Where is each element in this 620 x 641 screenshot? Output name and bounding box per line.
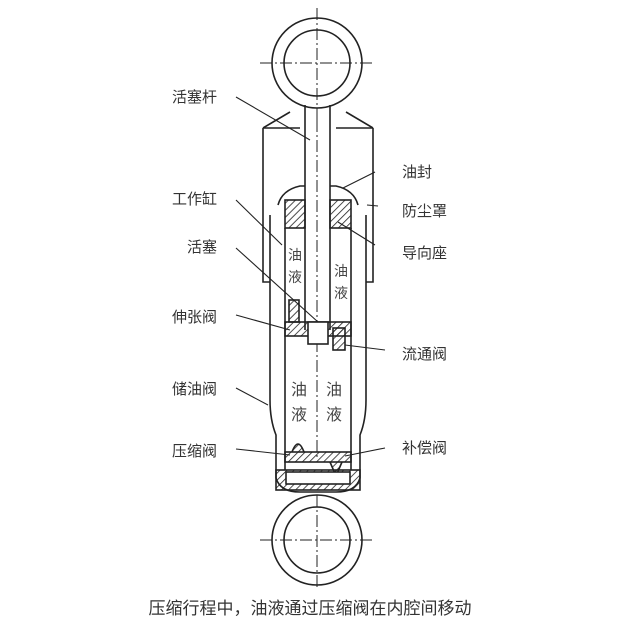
label-oil-seal: 油封: [402, 163, 433, 181]
label-rebound-valve: 伸张阀: [172, 308, 218, 326]
label-piston-rod: 活塞杆: [172, 88, 218, 106]
label-piston: 活塞: [187, 238, 218, 256]
oil-label-lower-right: 油液: [326, 380, 343, 424]
label-dust-cover: 防尘罩: [402, 202, 448, 220]
label-compensation-valve: 补偿阀: [402, 439, 448, 457]
label-guide-seat: 导向座: [402, 244, 448, 262]
oil-label-lower-left: 油液: [291, 380, 308, 424]
caption: 压缩行程中，油液通过压缩阀在内腔间移动: [148, 599, 472, 619]
label-reservoir: 储油阀: [172, 380, 218, 398]
oil-label-upper-right: 油液: [334, 264, 348, 302]
label-compression-valve: 压缩阀: [172, 442, 218, 460]
label-working-cylinder: 工作缸: [172, 190, 218, 208]
oil-label-upper-left: 油液: [288, 248, 302, 286]
label-flow-valve: 流通阀: [402, 345, 448, 363]
